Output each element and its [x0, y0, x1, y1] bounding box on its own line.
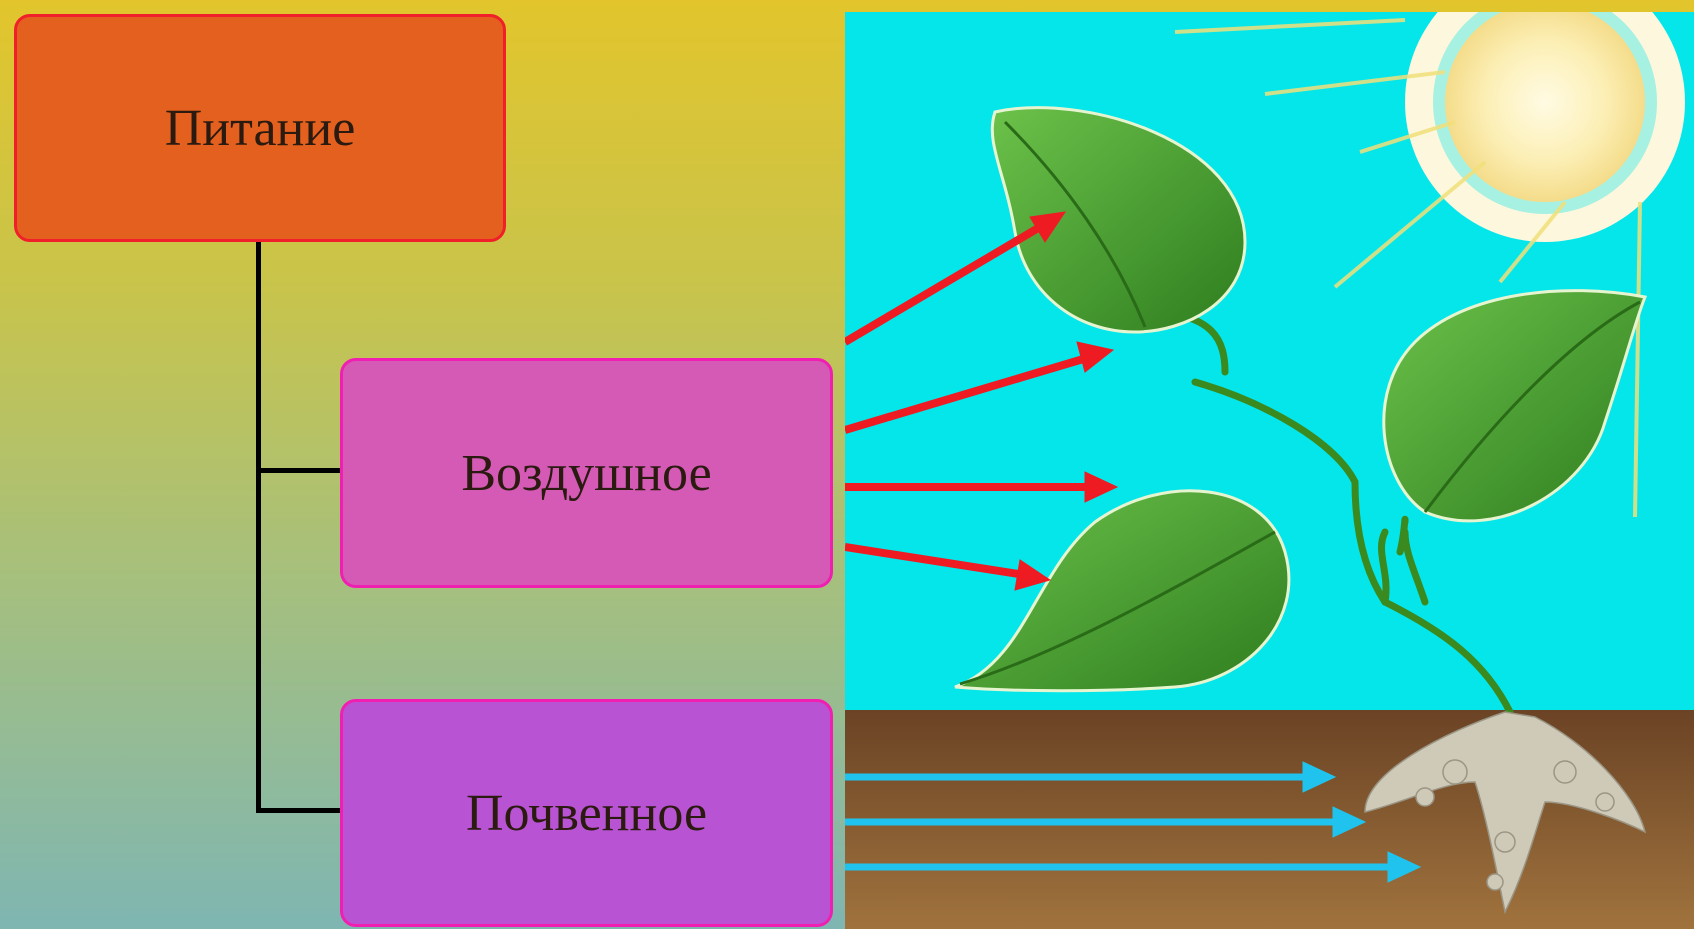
node-air-nutrition: Воздушное — [340, 358, 833, 588]
plant-illustration — [845, 12, 1694, 929]
node-soil-nutrition-label: Почвенное — [466, 784, 707, 843]
connector-air — [256, 468, 340, 473]
connector-vertical — [256, 242, 261, 813]
node-nutrition: Питание — [14, 14, 506, 242]
node-soil-nutrition: Почвенное — [340, 699, 833, 927]
connector-soil — [256, 808, 340, 813]
node-nutrition-label: Питание — [165, 99, 356, 158]
node-air-nutrition-label: Воздушное — [461, 444, 711, 503]
